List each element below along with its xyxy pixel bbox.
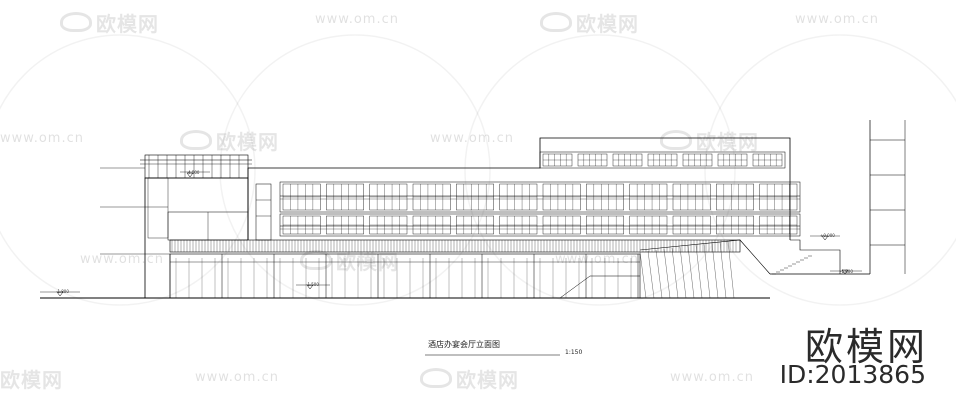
watermark-url: www.om.cn — [80, 252, 164, 267]
level-label-right-upper: +0.000 — [820, 233, 835, 238]
watermark-url: www.om.cn — [0, 131, 84, 146]
brand-logo-text: 欧模网 — [804, 325, 928, 369]
watermark-logo: 欧模网 — [60, 8, 159, 37]
watermark-url: www.om.cn — [195, 370, 279, 385]
watermark-url: www.om.cn — [430, 131, 514, 146]
watermark-url: www.om.cn — [670, 370, 754, 385]
level-label-left: -1.800 — [56, 289, 69, 294]
watermark-url: www.om.cn — [555, 252, 639, 267]
watermark-logo: 欧模网 — [0, 368, 63, 392]
watermark-logo: 欧模网 — [180, 126, 279, 155]
watermark-logo: 欧模网 — [420, 364, 519, 393]
level-label-entry: -1.500 — [306, 282, 319, 287]
drawing-scale: 1:150 — [565, 349, 583, 356]
watermark-logo: 欧模网 — [540, 8, 639, 37]
watermark-logo: 欧模网 — [660, 126, 759, 155]
level-label-tower: 4.500 — [188, 170, 200, 175]
model-id: ID:2013865 — [779, 360, 926, 389]
watermark-url: www.om.cn — [795, 12, 879, 27]
level-label-right-lower: -1.800 — [840, 269, 853, 274]
watermark-url: www.om.cn — [315, 12, 399, 27]
drawing-title: 酒店办宴会厅立面图 — [428, 340, 500, 349]
